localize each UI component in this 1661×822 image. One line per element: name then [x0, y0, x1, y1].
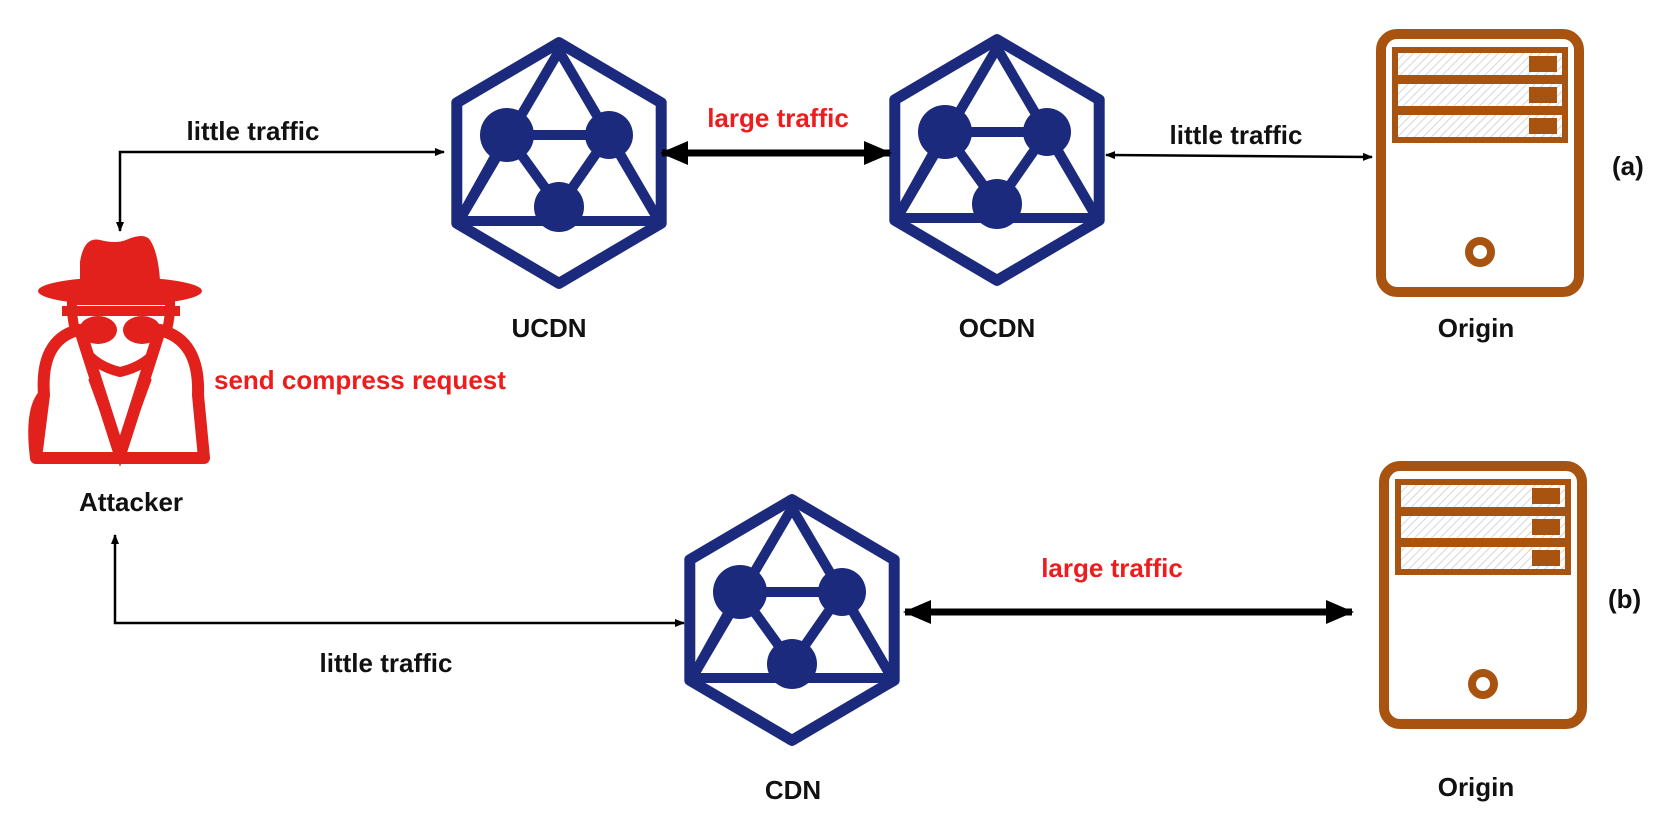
origin-server-icon	[1379, 461, 1587, 729]
connector-attacker-ucdn	[116, 148, 445, 232]
ocdn-icon	[889, 34, 1105, 286]
edge-label-cdn-origin: large traffic	[1041, 553, 1183, 583]
spy-attacker-icon	[28, 236, 210, 467]
node-label-origin-b: Origin	[1437, 772, 1515, 802]
node-label-ucdn: UCDN	[511, 313, 587, 343]
connector-ocdn-origin	[1105, 151, 1373, 161]
ucdn-icon	[451, 37, 667, 289]
origin-server-icon	[1376, 29, 1584, 297]
panel-label-a: (a)	[1612, 151, 1644, 181]
panel-label-b: (b)	[1608, 584, 1642, 614]
edge-label-ocdn-origin: little traffic	[1169, 120, 1303, 150]
edge-label-attacker-ucdn: little traffic	[186, 116, 320, 146]
attacker-action-label: send compress request	[214, 365, 506, 395]
node-label-cdn: CDN	[764, 775, 822, 805]
edge-label-attacker-cdn: little traffic	[319, 648, 453, 678]
node-label-origin-a: Origin	[1437, 313, 1515, 343]
edge-label-ucdn-ocdn: large traffic	[707, 103, 849, 133]
connector-attacker-cdn	[111, 534, 685, 627]
node-label-attacker: Attacker	[78, 487, 184, 517]
node-label-ocdn: OCDN	[958, 313, 1036, 343]
cdn-icon	[684, 494, 900, 746]
